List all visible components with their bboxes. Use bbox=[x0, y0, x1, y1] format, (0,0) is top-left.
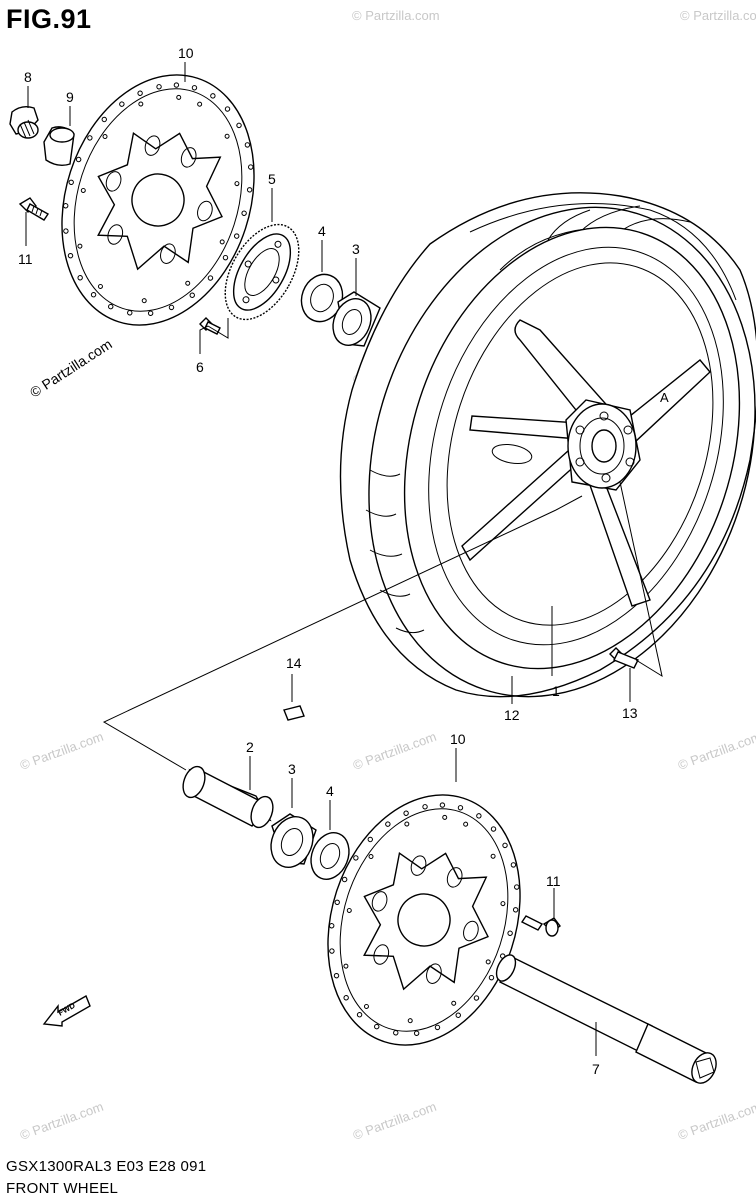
svg-text:A: A bbox=[660, 390, 669, 405]
watermark-text: © Partzilla.com bbox=[680, 8, 756, 23]
part-5-abs-sensor-rotor bbox=[224, 223, 300, 321]
watermark-text: © Partzilla.com bbox=[676, 1099, 756, 1143]
part-13-tire-valve bbox=[609, 647, 639, 669]
part-3-bearing-lower bbox=[270, 813, 317, 868]
part-10-brake-disc-upper bbox=[61, 74, 255, 326]
callout-7: 7 bbox=[592, 1061, 600, 1077]
callout-14: 14 bbox=[286, 655, 302, 671]
watermark-main: © Partzilla.com bbox=[27, 336, 115, 401]
callout-12: 12 bbox=[504, 707, 520, 723]
callout-10-lower: 10 bbox=[450, 731, 466, 747]
part-10-brake-disc-lower bbox=[327, 794, 521, 1046]
part-2-axle-spacer bbox=[182, 765, 274, 829]
callout-3-upper: 3 bbox=[352, 241, 360, 257]
part-11-disc-bolt-lower bbox=[520, 915, 561, 937]
watermark-text: © Partzilla.com bbox=[18, 729, 105, 773]
figure-title: FIG.91 bbox=[6, 4, 92, 34]
callout-11-lower: 11 bbox=[546, 873, 561, 889]
callout-13: 13 bbox=[622, 705, 638, 721]
callout-3-lower: 3 bbox=[288, 761, 296, 777]
leader-lines bbox=[25, 62, 663, 1056]
part-11-disc-bolt-upper bbox=[18, 197, 50, 221]
part-3-bearing-upper bbox=[332, 291, 381, 347]
watermark-text: © Partzilla.com bbox=[351, 729, 438, 773]
part-4-oil-seal-upper bbox=[300, 273, 344, 323]
part-14-balance-weight bbox=[283, 705, 305, 721]
part-1-wheel-rim: A bbox=[368, 206, 756, 698]
figure-name-label: FRONT WHEEL bbox=[6, 1180, 119, 1197]
part-9-spacer-collar bbox=[43, 126, 75, 167]
fwd-arrow-icon: FWD bbox=[42, 994, 91, 1027]
watermark-text: © Partzilla.com bbox=[352, 8, 440, 23]
callout-1: 1 bbox=[552, 683, 560, 699]
callout-4-upper: 4 bbox=[318, 223, 326, 239]
callout-5: 5 bbox=[268, 171, 276, 187]
callout-9: 9 bbox=[66, 89, 74, 105]
part-4-oil-seal-lower bbox=[310, 832, 350, 880]
callout-6: 6 bbox=[196, 359, 204, 375]
callout-8: 8 bbox=[24, 69, 32, 85]
callout-2: 2 bbox=[246, 739, 254, 755]
callout-11-upper: 11 bbox=[18, 251, 33, 267]
watermark-text: © Partzilla.com bbox=[18, 1099, 105, 1143]
callout-10-upper: 10 bbox=[178, 45, 194, 61]
watermark-text: © Partzilla.com bbox=[351, 1099, 438, 1143]
part-8-cap-bolt bbox=[9, 105, 39, 139]
model-code-label: GSX1300RAL3 E03 E28 091 bbox=[6, 1158, 207, 1175]
callout-numbers: 1 2 3 3 4 4 5 6 7 8 9 10 10 11 11 12 13 … bbox=[18, 45, 638, 1077]
callout-4-lower: 4 bbox=[326, 783, 334, 799]
part-7-front-axle bbox=[495, 954, 717, 1084]
watermark-text: © Partzilla.com bbox=[676, 729, 756, 773]
